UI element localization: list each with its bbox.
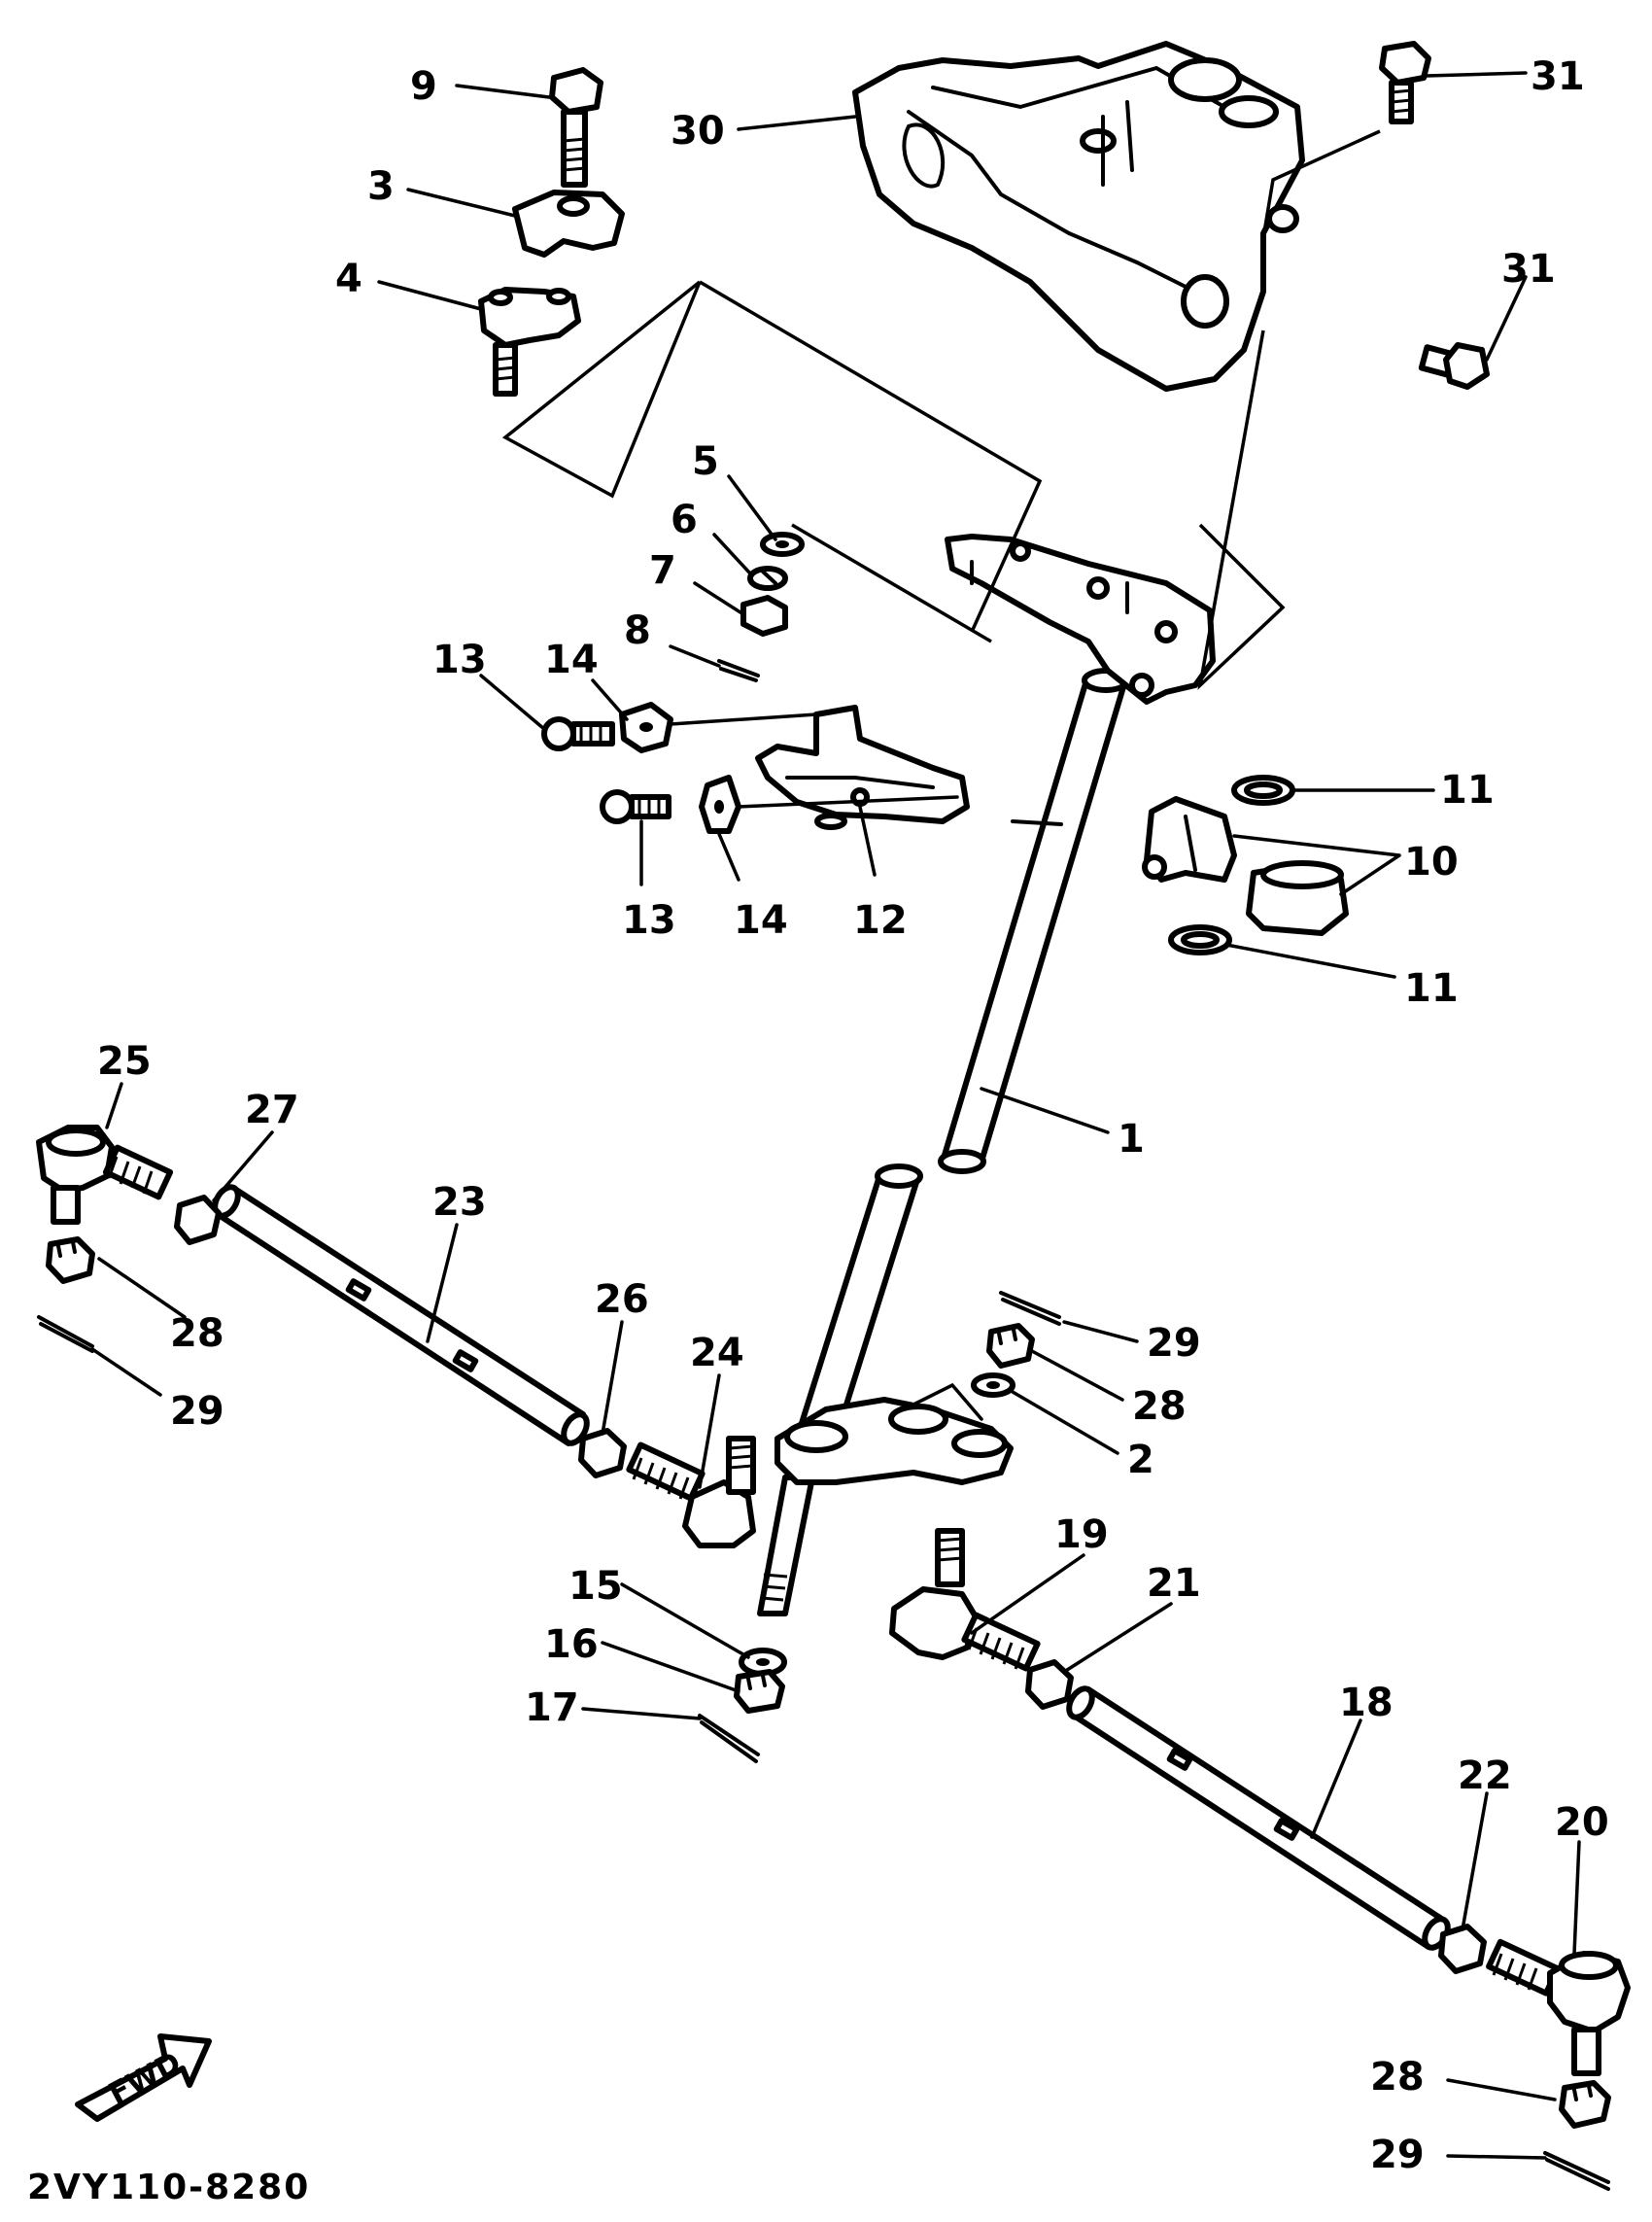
callout-11-bottom: 11 xyxy=(1404,966,1459,1011)
callout-29-left: 29 xyxy=(170,1389,224,1434)
cotter-pin-29-right-mid xyxy=(999,1291,1061,1326)
bolt-9 xyxy=(549,67,603,188)
callout-29-right-bottom: 29 xyxy=(1370,2133,1425,2177)
callout-18: 18 xyxy=(1339,1681,1394,1725)
callout-7: 7 xyxy=(649,548,676,593)
callout-4: 4 xyxy=(335,257,362,301)
callout-14-upper: 14 xyxy=(544,638,599,682)
callout-10: 10 xyxy=(1404,840,1459,885)
bushing-10-upper xyxy=(1142,796,1237,883)
cotter-pin-29-left xyxy=(37,1315,94,1353)
tie-rod-23 xyxy=(212,1184,590,1446)
handlebar-holder xyxy=(852,41,1305,392)
assembly-guide-lines xyxy=(501,280,1286,690)
callout-21: 21 xyxy=(1147,1561,1201,1606)
upper-handlebar-holder-3 xyxy=(512,190,625,258)
nut-7 xyxy=(740,595,788,637)
holder-guide-lines xyxy=(669,712,959,809)
castle-nut-16 xyxy=(734,1669,785,1714)
callout-13-upper: 13 xyxy=(432,638,487,682)
callout-16: 16 xyxy=(544,1622,599,1667)
assembly-guide-lines-2 xyxy=(1261,129,1381,239)
callout-17: 17 xyxy=(525,1685,579,1730)
callout-1: 1 xyxy=(1118,1117,1145,1162)
castle-nut-28-right-bottom xyxy=(1559,2080,1611,2129)
bolt-13-upper xyxy=(541,716,615,751)
nut-21 xyxy=(1025,1659,1074,1710)
callout-labels: 9 3 4 30 31 31 5 6 7 8 13 14 13 14 12 11… xyxy=(97,54,1609,2177)
callout-23: 23 xyxy=(432,1180,487,1225)
cotter-pin-17 xyxy=(698,1714,760,1763)
tie-rod-end-20 xyxy=(1486,1938,1631,2076)
nut-27 xyxy=(174,1195,222,1245)
seal-11-top xyxy=(1231,775,1295,806)
callout-8: 8 xyxy=(624,608,651,653)
callout-31-right: 31 xyxy=(1501,247,1556,292)
callout-20: 20 xyxy=(1555,1800,1609,1845)
callout-12: 12 xyxy=(853,898,908,943)
diagram-code: 2VY110-8280 xyxy=(27,2168,310,2207)
column-holder-12 xyxy=(755,705,970,830)
callout-11-top: 11 xyxy=(1440,768,1495,813)
lock-washer-6 xyxy=(747,566,788,591)
callout-14-lower: 14 xyxy=(734,898,788,943)
callout-24: 24 xyxy=(690,1331,744,1375)
bolt-31-right xyxy=(1418,342,1490,390)
callout-28-right-bottom: 28 xyxy=(1370,2055,1425,2100)
washer-14-upper xyxy=(619,702,673,753)
callout-26: 26 xyxy=(595,1277,649,1322)
nut-26 xyxy=(578,1428,627,1478)
cotter-pin-29-right-bottom xyxy=(1543,2151,1610,2191)
washer-14-lower xyxy=(699,775,741,834)
forward-arrow-icon: FWD xyxy=(75,2033,212,2122)
castle-nut-28-right-mid xyxy=(986,1323,1035,1369)
shaft-upper-bracket xyxy=(945,534,1216,705)
pitman-arm xyxy=(774,1382,1014,1485)
callout-27: 27 xyxy=(245,1088,299,1132)
callout-3: 3 xyxy=(367,164,395,209)
callout-13-lower: 13 xyxy=(622,898,676,943)
callout-28-left: 28 xyxy=(170,1311,224,1356)
callout-2: 2 xyxy=(1127,1438,1154,1482)
bolt-13-lower xyxy=(600,789,671,824)
washer-5 xyxy=(760,532,805,557)
callout-28-right-mid: 28 xyxy=(1132,1384,1187,1429)
washer-2 xyxy=(971,1372,1015,1398)
tie-rod-end-19 xyxy=(889,1528,1041,1672)
callout-25: 25 xyxy=(97,1039,152,1084)
bushing-10-lower xyxy=(1246,860,1349,936)
callout-15: 15 xyxy=(568,1564,623,1609)
callout-9: 9 xyxy=(410,64,437,109)
tie-rod-end-25 xyxy=(36,1125,174,1225)
callout-5: 5 xyxy=(692,439,719,484)
bolt-31-top xyxy=(1379,41,1431,124)
castle-nut-28-left xyxy=(46,1236,95,1284)
callout-30: 30 xyxy=(671,109,725,154)
nut-22 xyxy=(1438,1924,1487,1974)
callout-6: 6 xyxy=(671,498,698,542)
fwd-label: FWD xyxy=(103,2046,187,2112)
leader-lines xyxy=(90,71,1581,2160)
tie-rod-end-24 xyxy=(626,1436,756,1548)
tie-rod-18 xyxy=(1066,1685,1451,1951)
cotter-pin-8 xyxy=(717,659,760,682)
lower-handlebar-holder-4 xyxy=(478,287,581,397)
callout-19: 19 xyxy=(1054,1512,1109,1557)
seal-11-bottom xyxy=(1168,924,1232,955)
callout-31-top: 31 xyxy=(1531,54,1585,99)
callout-29-right-mid: 29 xyxy=(1147,1321,1201,1366)
steering-shaft xyxy=(757,668,1130,1616)
callout-22: 22 xyxy=(1458,1753,1512,1798)
